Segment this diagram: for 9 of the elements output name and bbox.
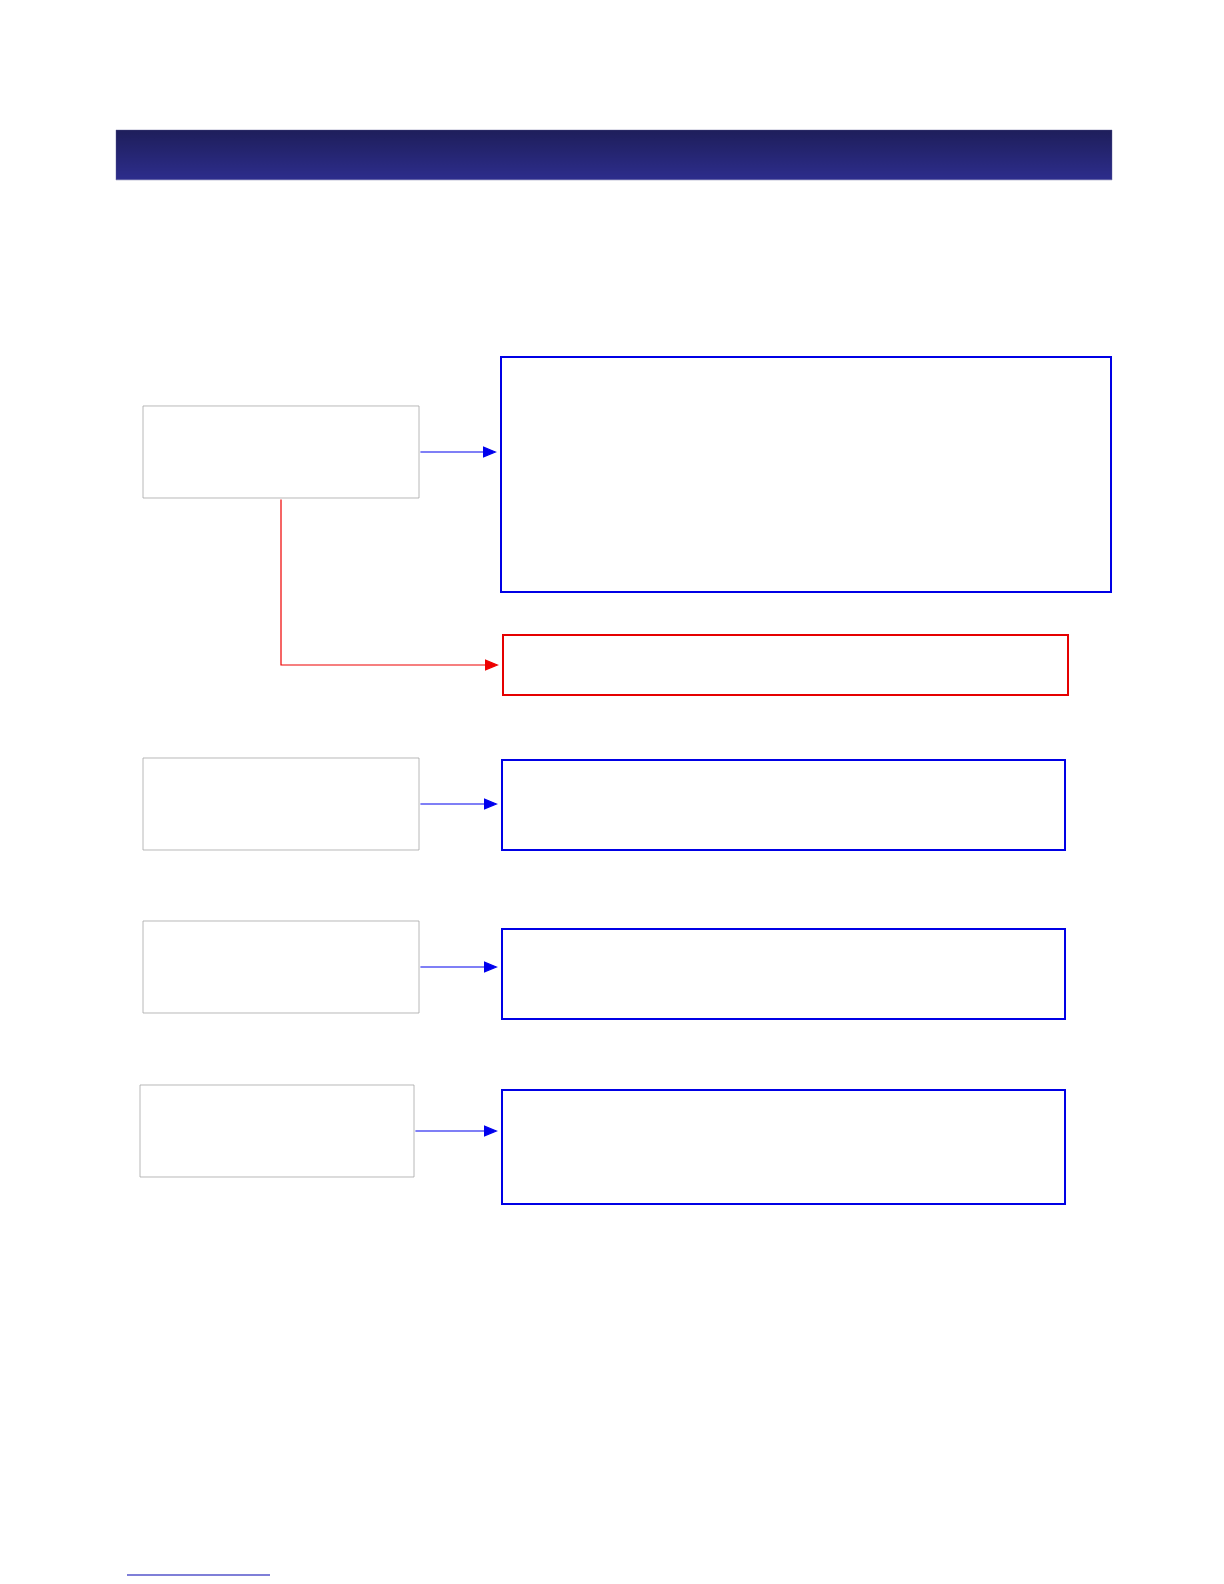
flow-box xyxy=(501,759,1066,851)
flow-box xyxy=(142,757,420,851)
flow-box xyxy=(139,1084,415,1178)
flow-box xyxy=(500,356,1112,593)
flow-box xyxy=(501,1089,1066,1205)
flow-box xyxy=(502,634,1069,696)
flow-box xyxy=(142,405,420,499)
flow-box xyxy=(142,920,420,1014)
flow-box xyxy=(501,928,1066,1020)
